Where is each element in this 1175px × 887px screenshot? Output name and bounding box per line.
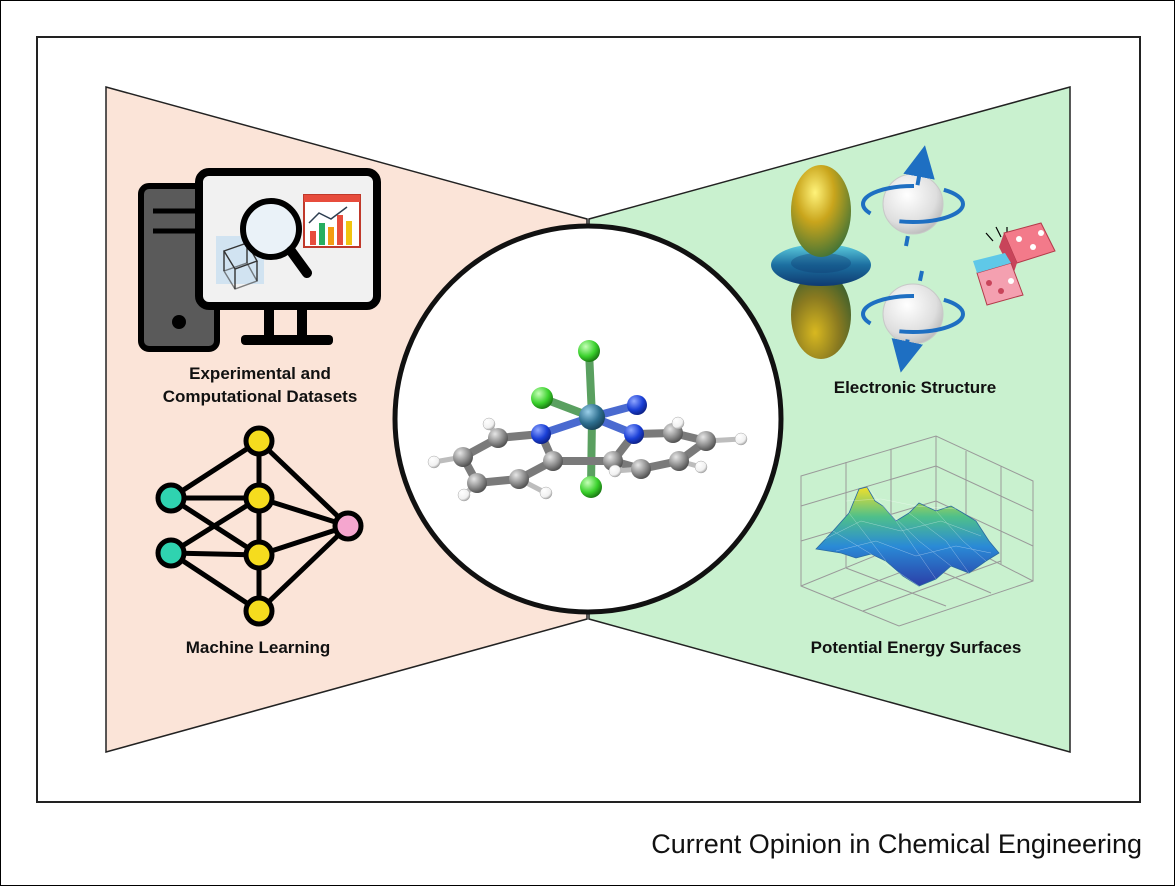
datasets-label-line2: Computational Datasets <box>163 387 358 406</box>
spin-up-icon <box>861 145 965 247</box>
bar-chart-icon <box>303 194 361 248</box>
orbital-icon <box>771 165 871 359</box>
machine-learning-label: Machine Learning <box>186 638 331 657</box>
molecule-icon <box>427 340 748 502</box>
spin-down-icon <box>861 270 965 373</box>
electronic-structure-label: Electronic Structure <box>834 378 997 397</box>
magnifier-icon <box>240 198 312 278</box>
potential-energy-surfaces-label: Potential Energy Surfaces <box>811 638 1022 657</box>
surface-plot-icon <box>800 435 1034 627</box>
right-panel <box>588 86 1071 753</box>
neural-network-icon <box>155 425 364 627</box>
dice-icon <box>973 222 1056 306</box>
journal-credit: Current Opinion in Chemical Engineering <box>651 829 1142 859</box>
datasets-label-line1: Experimental and <box>189 364 331 383</box>
